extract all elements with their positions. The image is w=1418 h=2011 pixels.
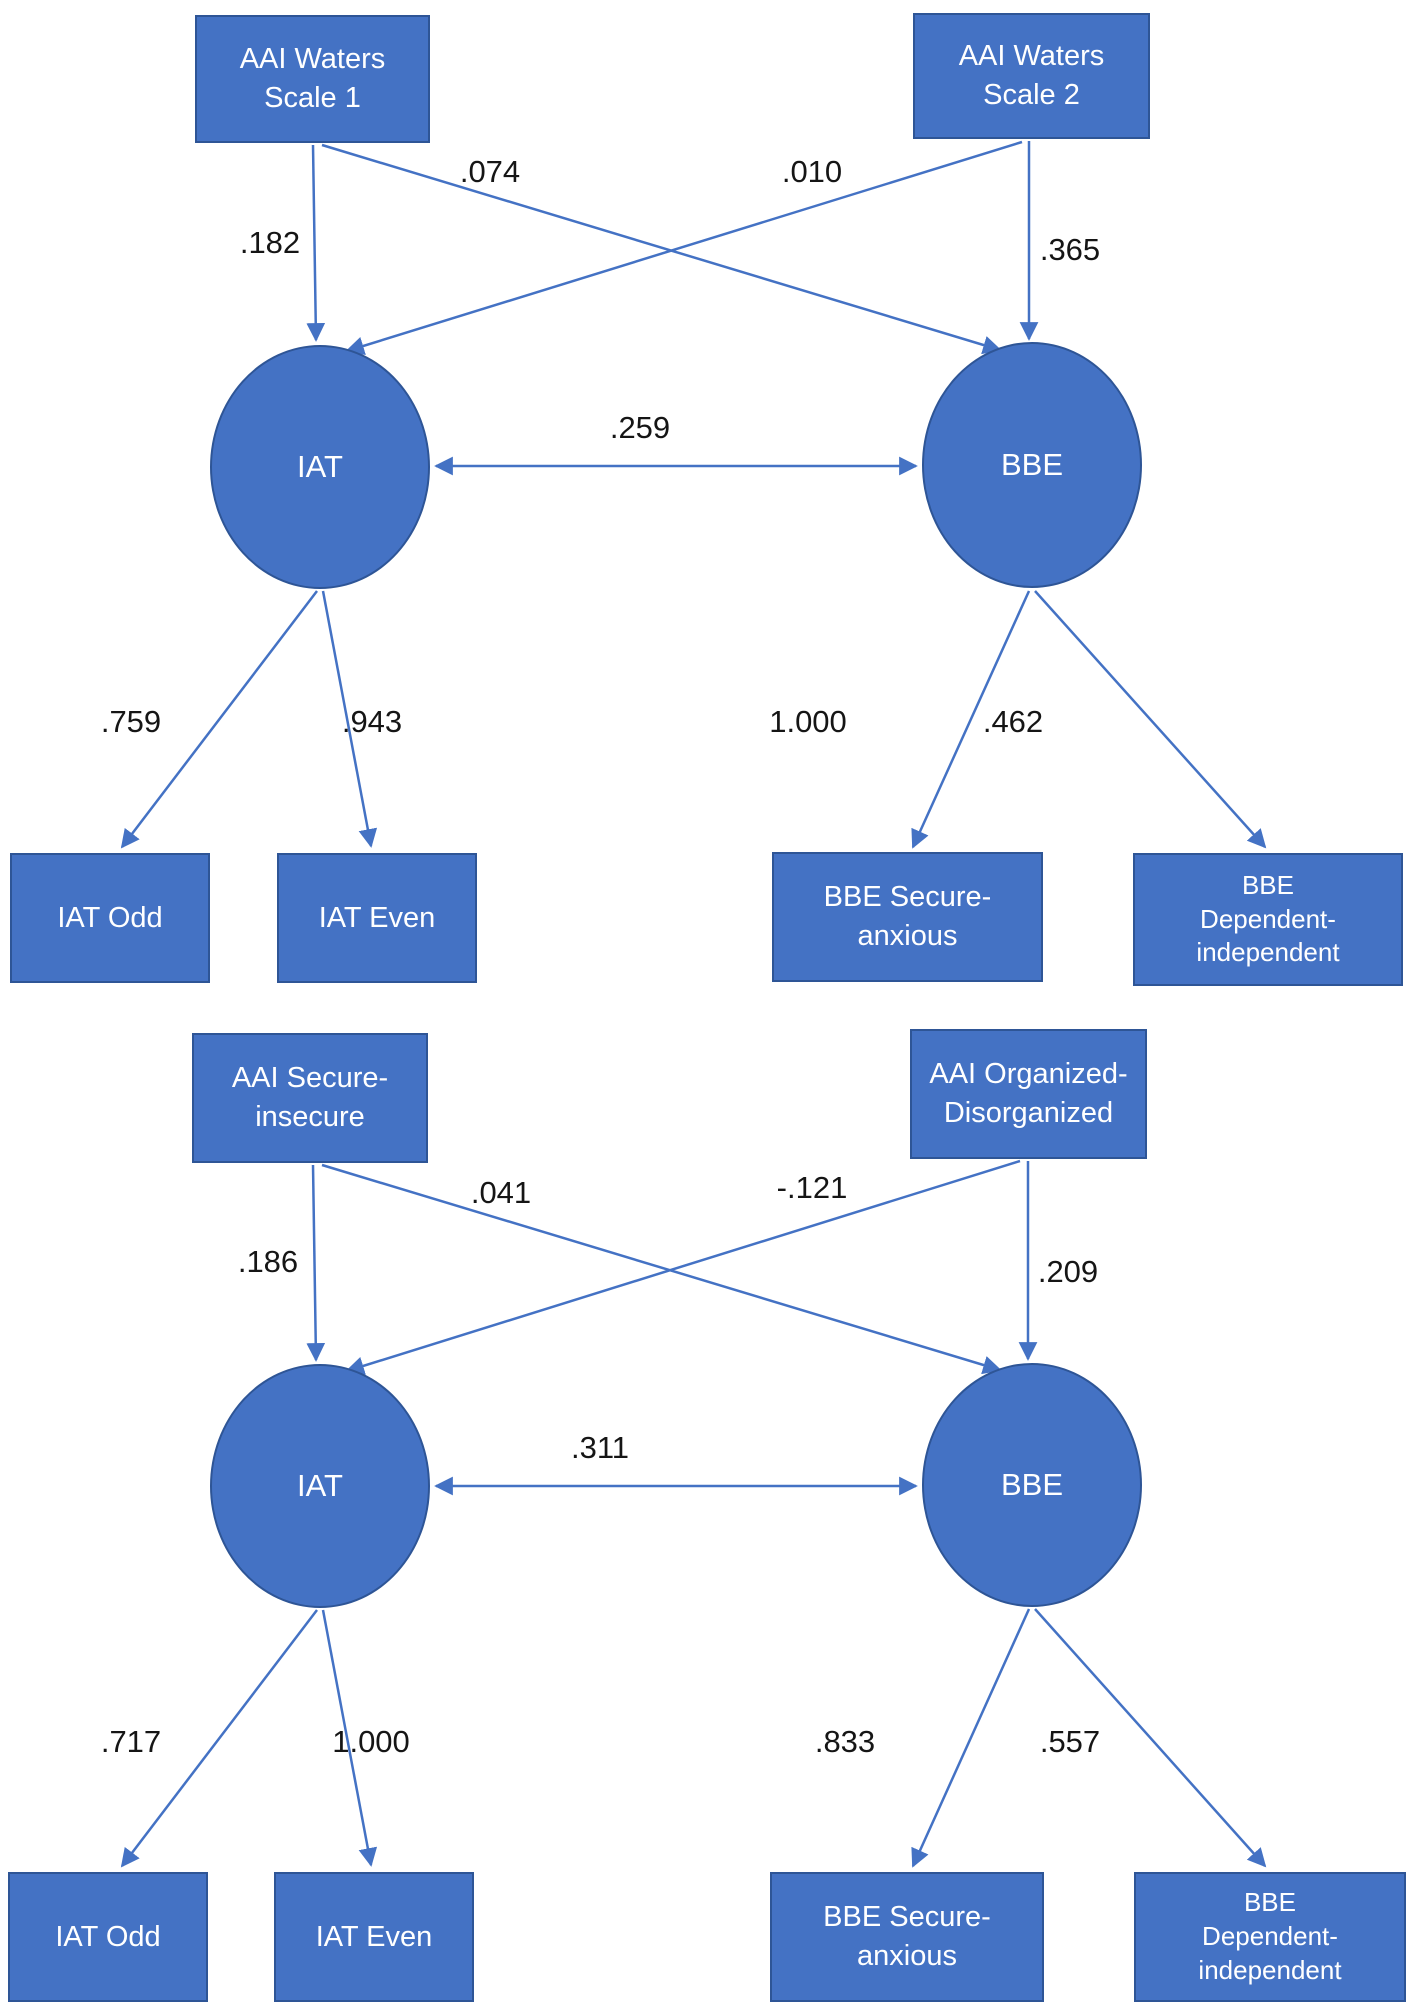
arrow-p1-bbe-to-secure-anxious [911, 590, 1031, 849]
arrow-p1-exoR-to-iat [345, 140, 1023, 355]
coef-p1-scale2-to-bbe: .365 [1039, 232, 1101, 267]
arrow-p2-bbe-to-secure-anxious [911, 1608, 1031, 1868]
box-aai-waters-scale-1: AAI Waters Scale 1 [195, 15, 430, 143]
arrow-p2-exoL-to-bbe [321, 1163, 1002, 1375]
latent-circle-bbe-panel1: BBE [922, 342, 1142, 588]
box-bbe-secure-anxious-label-panel2: BBE Secure- anxious [823, 1901, 991, 1972]
coef-p1-scale1-to-iat: .182 [239, 225, 301, 260]
latent-iat-label-panel2: IAT [297, 1468, 343, 1504]
coef-p1-scale1-to-bbe: .074 [459, 154, 521, 189]
latent-circle-iat-panel2: IAT [210, 1364, 430, 1608]
arrow-p1-iat-to-iat-even [321, 590, 378, 848]
box-iat-odd-panel1: IAT Odd [10, 853, 210, 983]
arrow-p2-iat-to-iat-even [321, 1609, 378, 1867]
arrow-p1-bbe-to-dependent-independent [1034, 590, 1267, 849]
latent-bbe-label-panel1: BBE [1000, 447, 1064, 483]
latent-iat-label-panel1: IAT [297, 449, 343, 485]
arrow-p2-exoR-to-iat [345, 1159, 1021, 1375]
box-bbe-dependent-independent-panel1: BBE Dependent- independent [1133, 853, 1403, 986]
box-aai-waters-scale-1-label: AAI Waters Scale 1 [239, 43, 386, 114]
arrow-p2-bbe-to-dependent-independent [1034, 1608, 1267, 1868]
box-iat-odd-label-panel1: IAT Odd [57, 901, 163, 934]
coef-p2-iat-bbe-covariance: .311 [570, 1430, 630, 1465]
box-bbe-secure-anxious-label-panel1: BBE Secure- anxious [823, 881, 992, 952]
coef-p2-bbe-secure-loading: .833 [814, 1724, 876, 1759]
coef-p2-secure-insecure-to-iat: .186 [237, 1244, 299, 1279]
coef-p2-organized-to-iat: -.121 [776, 1170, 848, 1205]
box-iat-even-label-panel2: IAT Even [315, 1920, 433, 1953]
coef-p1-bbe-dependent-loading: .462 [982, 704, 1044, 739]
coef-p2-secure-insecure-to-bbe: .041 [470, 1175, 532, 1210]
coef-p2-bbe-dependent-loading: .557 [1039, 1724, 1101, 1759]
box-iat-even-panel2: IAT Even [274, 1872, 474, 2002]
coef-p2-iat-even-loading: 1.000 [332, 1724, 410, 1759]
latent-circle-iat-panel1: IAT [210, 345, 430, 589]
box-iat-even-panel1: IAT Even [277, 853, 477, 983]
box-iat-even-label-panel1: IAT Even [318, 901, 436, 934]
box-bbe-secure-anxious-panel2: BBE Secure- anxious [770, 1872, 1044, 2002]
box-aai-secure-insecure-label: AAI Secure- insecure [231, 1062, 389, 1133]
box-bbe-dependent-independent-panel2: BBE Dependent- independent [1134, 1872, 1406, 2002]
box-aai-waters-scale-2: AAI Waters Scale 2 [913, 13, 1150, 139]
coef-p1-scale2-to-iat: .010 [781, 154, 843, 189]
box-bbe-secure-anxious-panel1: BBE Secure- anxious [772, 852, 1043, 982]
box-bbe-dependent-independent-label-panel2: BBE Dependent- independent [1198, 1887, 1342, 1985]
latent-bbe-label-panel2: BBE [1000, 1467, 1064, 1503]
box-aai-organized-disorganized: AAI Organized- Disorganized [910, 1029, 1147, 1159]
coef-p2-organized-to-bbe: .209 [1037, 1254, 1099, 1289]
box-aai-organized-disorganized-label: AAI Organized- Disorganized [929, 1058, 1128, 1129]
arrow-p1-exoL-to-iat [306, 144, 326, 342]
arrow-p1-iat-to-iat-odd [120, 590, 318, 849]
coef-p2-iat-odd-loading: .717 [100, 1724, 162, 1759]
box-bbe-dependent-independent-label-panel1: BBE Dependent- independent [1196, 869, 1340, 968]
coef-p1-iat-even-loading: .943 [341, 704, 403, 739]
arrow-p2-iat-to-iat-odd [120, 1609, 318, 1868]
box-aai-secure-insecure: AAI Secure- insecure [192, 1033, 428, 1163]
coef-p1-bbe-secure-loading: 1.000 [769, 704, 847, 739]
box-iat-odd-panel2: IAT Odd [8, 1872, 208, 2002]
arrow-p2-exoL-to-iat [306, 1164, 326, 1362]
arrow-p1-exoL-to-bbe [321, 143, 1002, 355]
coef-p1-iat-bbe-covariance: .259 [609, 410, 671, 445]
latent-circle-bbe-panel2: BBE [922, 1363, 1142, 1607]
box-iat-odd-label-panel2: IAT Odd [55, 1920, 161, 1953]
box-aai-waters-scale-2-label: AAI Waters Scale 2 [958, 40, 1105, 111]
coef-p1-iat-odd-loading: .759 [100, 704, 162, 739]
